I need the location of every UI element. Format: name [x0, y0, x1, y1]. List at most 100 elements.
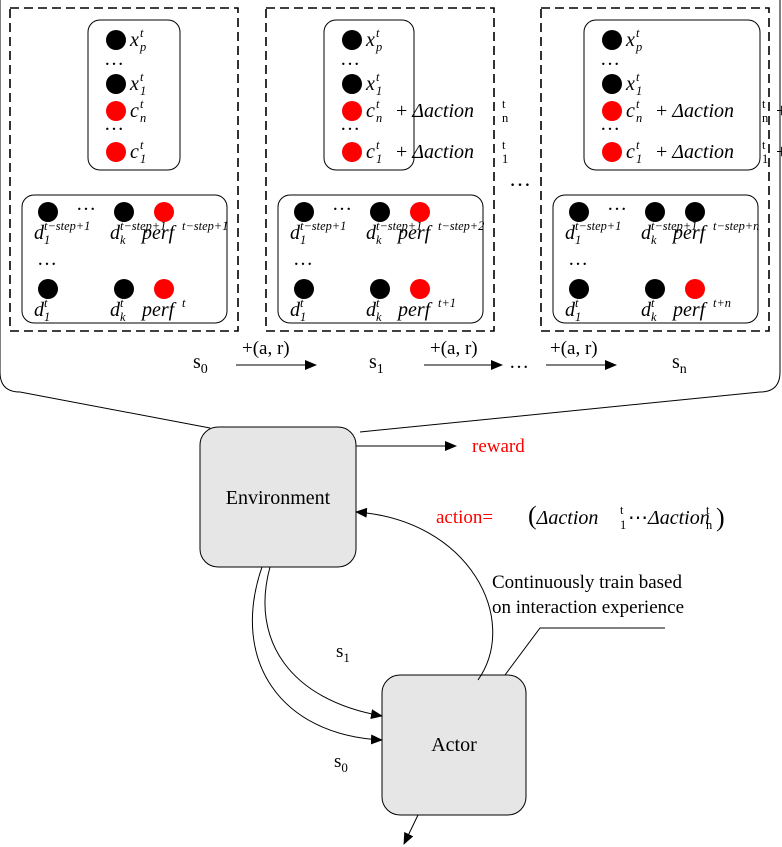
history-row1-dot	[645, 202, 665, 222]
state-dot	[106, 101, 126, 121]
state-dot	[106, 142, 126, 162]
vertical-ellipsis: …	[568, 248, 588, 270]
history-box	[277, 194, 484, 324]
history-row2-dot	[114, 279, 134, 299]
history-row1-dot	[569, 202, 589, 222]
vertical-ellipsis: …	[340, 48, 360, 70]
history-row1-dot	[410, 202, 430, 222]
vertical-ellipsis: …	[600, 48, 620, 70]
state-dot	[602, 142, 622, 162]
state-dot	[106, 30, 126, 50]
transition-label: +(a, r)	[550, 338, 598, 359]
annotation-line2: on interaction experience	[492, 597, 684, 618]
history-row2-dot	[38, 279, 58, 299]
state-panel-frame	[265, 7, 495, 332]
action-arrow	[355, 507, 494, 681]
state-dot	[342, 30, 362, 50]
history-row1-dot	[114, 202, 134, 222]
state-panel-frame	[9, 7, 239, 332]
history-row1-dot	[294, 202, 314, 222]
transition-ellipsis: …	[509, 351, 529, 373]
panel-ellipsis: …	[509, 166, 531, 191]
state-dot	[342, 74, 362, 94]
vertical-ellipsis: …	[600, 113, 620, 135]
actor-box	[381, 674, 527, 816]
history-row1-dot	[685, 202, 705, 222]
state-vector-box	[583, 19, 761, 171]
transition-label: +(a, r)	[430, 338, 478, 359]
vertical-ellipsis: …	[293, 248, 313, 270]
history-row1-dot	[154, 202, 174, 222]
actor-output-arrow	[403, 814, 419, 845]
state-dot	[342, 142, 362, 162]
state-s0-arrow	[251, 566, 383, 745]
state-vector-box	[87, 19, 181, 171]
state-dot	[602, 74, 622, 94]
vertical-ellipsis: …	[104, 113, 124, 135]
history-row2-dot	[294, 279, 314, 299]
action-label: action=	[436, 507, 493, 528]
history-row2-dot	[370, 279, 390, 299]
annotation-line1: Continuously train based	[492, 572, 682, 593]
horizontal-ellipsis: …	[76, 193, 96, 215]
state-panel-outline	[0, 0, 781, 433]
history-row2-dot	[569, 279, 589, 299]
environment-box	[199, 426, 357, 568]
vertical-ellipsis: …	[104, 48, 124, 70]
horizontal-ellipsis: …	[607, 193, 627, 215]
actor-label: Actor	[431, 734, 477, 756]
state-dot	[602, 30, 622, 50]
annotation-leader-line	[504, 627, 665, 676]
history-row2-dot	[685, 279, 705, 299]
reward-label: reward	[472, 436, 525, 457]
loop-state-s0: s0	[334, 751, 348, 775]
state-label-sn: sn	[672, 351, 687, 377]
loop-state-s1: s1	[336, 641, 350, 665]
horizontal-ellipsis: …	[332, 193, 352, 215]
vertical-ellipsis: …	[340, 113, 360, 135]
history-row2-dot	[410, 279, 430, 299]
history-row1-dot	[370, 202, 390, 222]
state-s1-arrow	[264, 566, 383, 720]
history-box	[552, 194, 759, 324]
vertical-ellipsis: …	[37, 248, 57, 270]
state-dot	[602, 101, 622, 121]
history-row2-dot	[645, 279, 665, 299]
state-dot	[342, 101, 362, 121]
